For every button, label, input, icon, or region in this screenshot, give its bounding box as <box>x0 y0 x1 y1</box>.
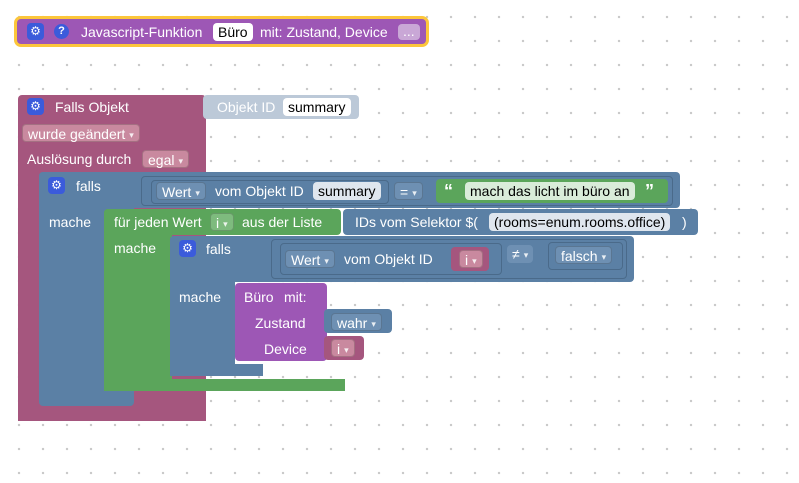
get-value-label: vom Objekt ID <box>215 183 304 199</box>
if-block-2-footer <box>170 364 263 376</box>
value-type-dropdown-2[interactable]: Wert▾ <box>285 250 335 268</box>
gear-icon[interactable]: ⚙ <box>179 240 196 257</box>
function-definition-block[interactable]: ⚙ ? Javascript-Funktion Büro mit: Zustan… <box>17 19 426 44</box>
gear-icon[interactable]: ⚙ <box>27 98 44 115</box>
function-call-block[interactable] <box>235 283 327 361</box>
function-params-label: mit: Zustand, Device <box>260 24 388 40</box>
call-param1-label: Zustand <box>255 315 306 331</box>
if2-label: falls <box>206 241 231 257</box>
gear-icon[interactable]: ⚙ <box>27 23 44 40</box>
boolean-dropdown[interactable]: falsch▾ <box>555 246 613 264</box>
foreach-do-label: mache <box>114 240 157 256</box>
selector-close: ) <box>682 214 687 230</box>
foreach-block-footer <box>104 379 345 391</box>
call-name: Büro <box>244 289 274 305</box>
foreach-block[interactable] <box>104 209 172 391</box>
selector-block[interactable]: IDs vom Selektor $( (rooms=enum.rooms.of… <box>343 209 698 235</box>
string-value-field[interactable]: mach das licht im büro an <box>465 182 635 200</box>
trigger-label: Falls Objekt <box>55 99 129 115</box>
string-block[interactable]: “ mach das licht im büro an ” <box>436 179 668 203</box>
object-id-block[interactable]: Objekt ID summary <box>203 95 359 119</box>
compare-operator-dropdown-2[interactable]: ≠▾ <box>507 245 534 263</box>
object-id-field[interactable]: summary <box>283 98 351 116</box>
help-icon[interactable]: ? <box>54 24 69 39</box>
foreach-list-label: aus der Liste <box>242 214 323 230</box>
object-id-label: Objekt ID <box>217 99 276 115</box>
function-name-field[interactable]: Büro <box>213 23 253 41</box>
source-label: Auslösung durch <box>27 151 132 167</box>
source-dropdown[interactable]: egal▾ <box>142 150 189 168</box>
selector-value-field[interactable]: (rooms=enum.rooms.office) <box>489 213 671 231</box>
foreach-var-dropdown[interactable]: i▾ <box>210 213 234 231</box>
do-label: mache <box>49 214 92 230</box>
call-param2-label: Device <box>264 341 307 357</box>
param1-value-dropdown[interactable]: wahr▾ <box>331 313 382 331</box>
quote-close-icon: ” <box>645 181 654 201</box>
foreach-label: für jeden Wert <box>114 214 202 230</box>
variable-dropdown[interactable]: i▾ <box>459 250 483 268</box>
value-type-dropdown[interactable]: Wert▾ <box>156 182 206 200</box>
call-with-label: mit: <box>284 289 307 305</box>
more-params-button[interactable]: ... <box>398 24 420 40</box>
quote-open-icon: “ <box>444 181 453 201</box>
selector-label: IDs vom Selektor $( <box>355 214 478 230</box>
event-dropdown[interactable]: wurde geändert▾ <box>22 124 140 142</box>
get-value-label-2: vom Objekt ID <box>344 251 433 267</box>
function-label: Javascript-Funktion <box>81 24 203 40</box>
if-label: falls <box>76 178 101 194</box>
param2-value-dropdown[interactable]: i▾ <box>331 339 355 357</box>
get-value-id-field[interactable]: summary <box>313 182 381 200</box>
compare-operator-dropdown[interactable]: =▾ <box>394 182 423 200</box>
gear-icon[interactable]: ⚙ <box>48 177 65 194</box>
trigger-block-footer <box>18 409 206 421</box>
if2-do-label: mache <box>179 289 222 305</box>
